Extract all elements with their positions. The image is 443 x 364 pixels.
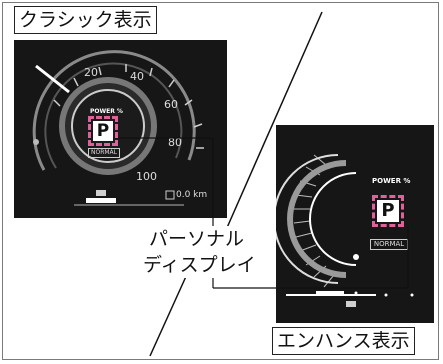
personal-display-callout: パーソナル ディスプレイ — [143, 226, 256, 278]
gauge-tick-40: 40 — [130, 70, 144, 83]
classic-gear-highlight — [88, 116, 118, 146]
enhance-gear-indicator: P — [377, 200, 399, 222]
figure-frame — [2, 2, 439, 360]
enhance-gauge-graphic — [276, 154, 414, 307]
callout-line-1: パーソナル — [143, 226, 245, 252]
classic-display-label: クラシック表示 — [14, 6, 157, 34]
gauge-tick-20: 20 — [84, 66, 98, 79]
enhance-display-label: エンハンス表示 — [272, 327, 415, 355]
callout-line-2: ディスプレイ — [143, 252, 256, 278]
gauge-tick-80: 80 — [168, 136, 182, 149]
classic-odometer: 0.0 km — [176, 190, 208, 200]
classic-display-panel: 20 40 60 80 100 POWER % P NORMAL 0.0 km — [14, 40, 227, 218]
enhance-gear-highlight — [372, 195, 404, 227]
gauge-tick-60: 60 — [164, 98, 178, 111]
classic-mode-label: NORMAL — [88, 148, 120, 158]
classic-power-label: POWER % — [90, 108, 123, 115]
gauge-tick-100: 100 — [136, 170, 157, 183]
classic-gear-indicator: P — [93, 121, 113, 141]
enhance-power-label: POWER % — [372, 177, 411, 185]
